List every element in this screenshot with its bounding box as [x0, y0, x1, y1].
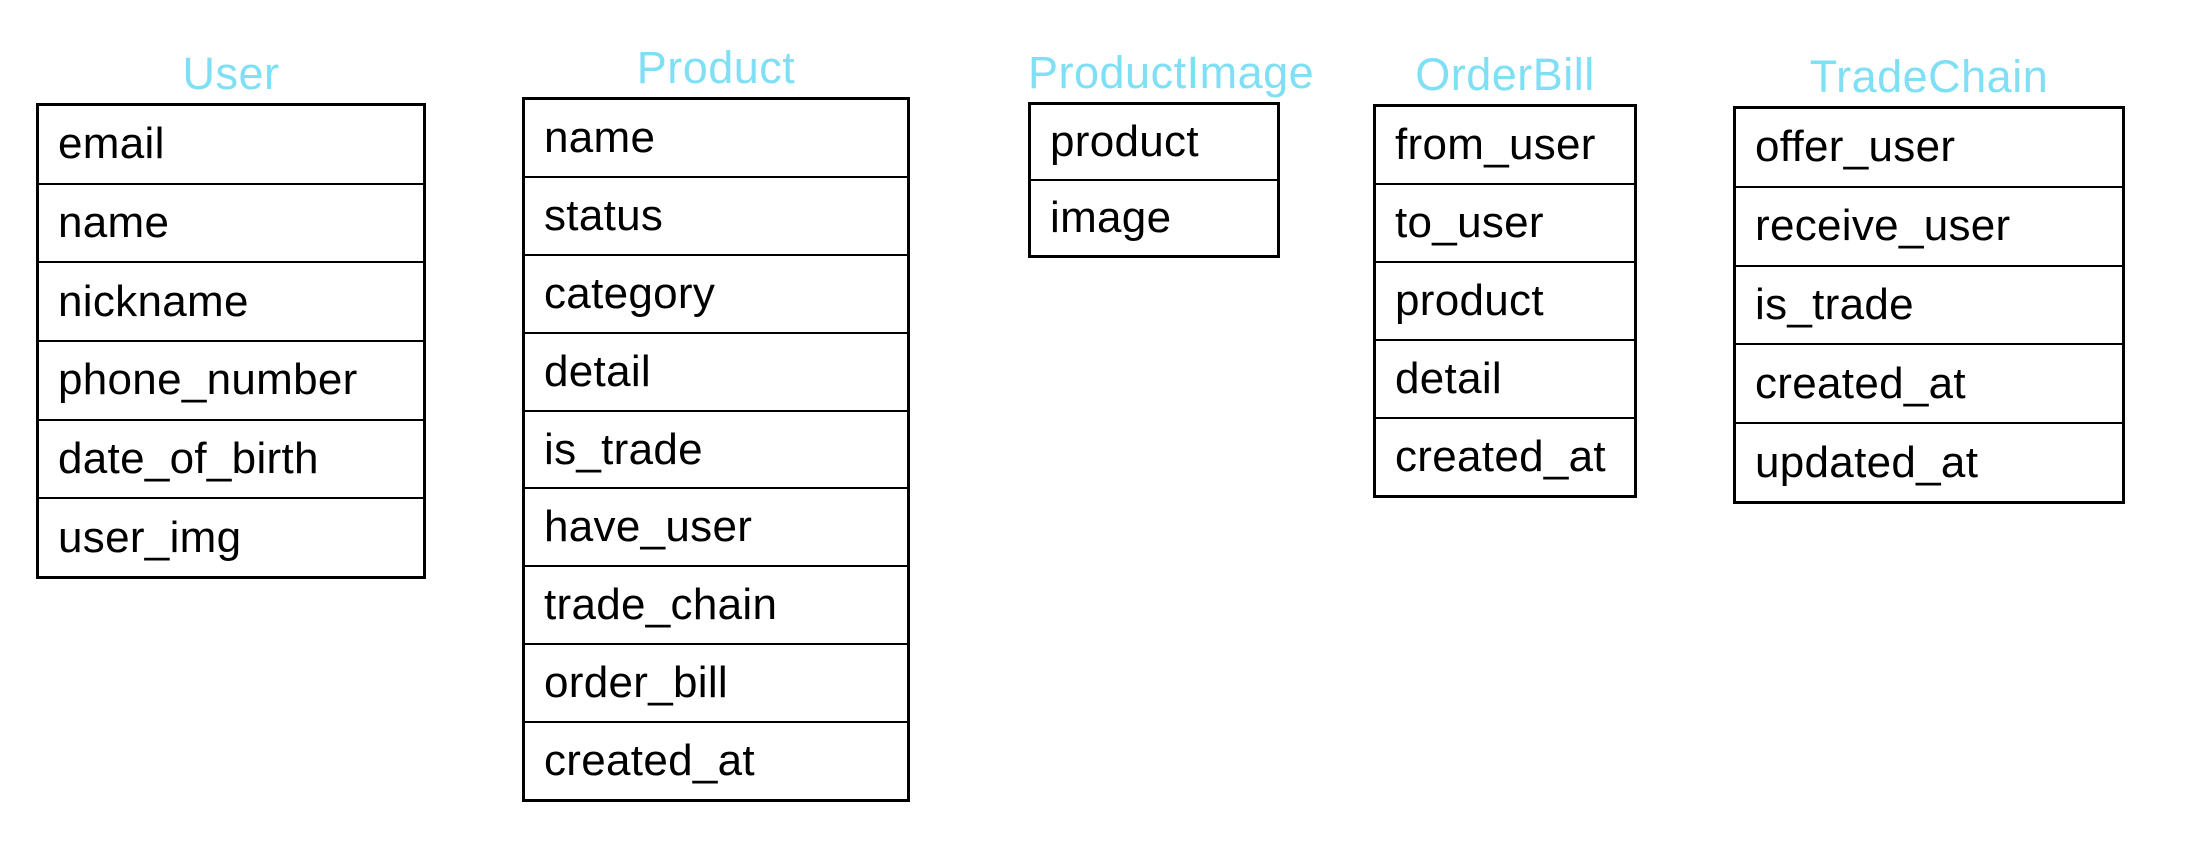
user-field-nickname: nickname	[39, 261, 423, 340]
product-field-is-trade: is_trade	[525, 409, 907, 488]
entity-title-user: User	[182, 48, 280, 100]
orderbill-field-from-user: from_user	[1395, 120, 1596, 169]
entity-table-user: email name nickname phone_number date_of…	[39, 106, 423, 576]
user-field-date-of-birth: date_of_birth	[39, 418, 423, 498]
orderbill-field-detail: detail	[1376, 339, 1634, 417]
user-field-phone-number: phone_number	[39, 340, 423, 419]
user-field-user-img: user_img	[39, 497, 423, 576]
product-field-status: status	[525, 175, 907, 254]
orderbill-field-to-user: to_user	[1376, 183, 1634, 261]
orderbill-field-created-at: created_at	[1376, 417, 1634, 495]
entity-table-tradechain: offer_user receive_user is_trade created…	[1736, 109, 2122, 501]
entity-title-product: Product	[636, 42, 796, 94]
tradechain-field-updated-at: updated_at	[1736, 422, 2122, 501]
tradechain-field-is-trade: is_trade	[1736, 264, 2122, 344]
product-field-trade-chain: trade_chain	[525, 565, 907, 643]
entity-title-tradechain: TradeChain	[1809, 51, 2049, 103]
tradechain-field-receive-user: receive_user	[1736, 185, 2122, 265]
product-field-category: category	[525, 253, 907, 332]
tradechain-field-created-at: created_at	[1736, 343, 2122, 422]
entity-table-productimage: product image	[1031, 105, 1277, 255]
entity-product: Product name status category detail is_t…	[522, 42, 910, 802]
user-field-email: email	[58, 119, 165, 169]
product-field-order-bill: order_bill	[525, 643, 907, 721]
user-field-name: name	[39, 182, 423, 262]
product-field-have-user: have_user	[525, 487, 907, 565]
entity-title-productimage: ProductImage	[1028, 47, 1315, 99]
entity-orderbill: OrderBill from_user to_user product deta…	[1373, 49, 1637, 498]
tradechain-field-offer-user: offer_user	[1755, 122, 1956, 172]
product-field-detail: detail	[525, 331, 907, 410]
entity-productimage: ProductImage product image	[1028, 47, 1314, 258]
entity-tradechain: TradeChain offer_user receive_user is_tr…	[1733, 51, 2125, 504]
entity-table-product: name status category detail is_trade hav…	[525, 100, 907, 799]
productimage-field-product: product	[1050, 117, 1199, 166]
product-field-name: name	[544, 112, 656, 162]
entity-user: User email name nickname phone_number da…	[36, 48, 426, 579]
orderbill-field-product: product	[1376, 261, 1634, 339]
productimage-field-image: image	[1031, 179, 1277, 255]
entity-title-orderbill: OrderBill	[1415, 49, 1595, 101]
entity-table-orderbill: from_user to_user product detail created…	[1376, 107, 1634, 495]
product-field-created-at: created_at	[525, 721, 907, 799]
